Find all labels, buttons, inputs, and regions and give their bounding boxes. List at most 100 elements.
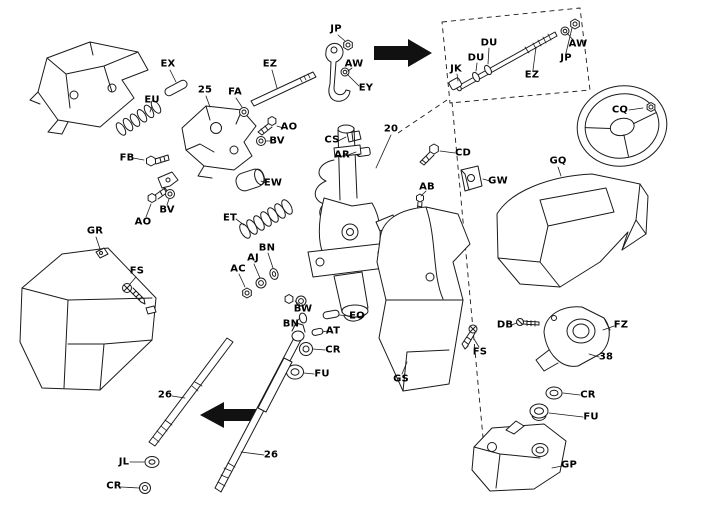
part-label-jk-8: JK bbox=[450, 63, 462, 75]
jk-bushing bbox=[448, 77, 463, 91]
part-label-db-41: DB bbox=[496, 319, 514, 331]
ex-pin bbox=[164, 79, 188, 97]
bv-washer-lower bbox=[165, 189, 175, 199]
part-label-cd-20: CD bbox=[454, 147, 472, 159]
part-label-cr-38: CR bbox=[325, 344, 341, 356]
eu-spring bbox=[115, 100, 162, 136]
part-label-fu-39: FU bbox=[314, 368, 330, 380]
jp-nut-detail bbox=[570, 18, 580, 30]
part-label-aw-13: AW bbox=[568, 38, 588, 50]
gr-cover bbox=[19, 247, 157, 391]
pedal-bracket bbox=[29, 41, 149, 135]
part-label-ab-22: AB bbox=[419, 181, 435, 193]
part-label-38-44: 38 bbox=[598, 351, 614, 363]
gs-lower-shroud bbox=[376, 206, 471, 392]
part-label-eu-5: EU bbox=[144, 94, 160, 106]
part-label-cr-45: CR bbox=[580, 389, 596, 401]
part-label-du-10: DU bbox=[467, 52, 485, 64]
steering-wheel bbox=[576, 85, 668, 167]
part-label-jl-49: JL bbox=[118, 456, 130, 468]
part-label-bn-36: BN bbox=[282, 318, 300, 330]
part-label-20-19: 20 bbox=[383, 123, 399, 135]
part-label-ar-18: AR bbox=[334, 149, 350, 161]
detail-callout-arrow-icon bbox=[374, 39, 432, 67]
part-label-jp-12: JP bbox=[560, 52, 572, 64]
part-label-ez-11: EZ bbox=[524, 69, 540, 81]
steering-column-assembly bbox=[307, 124, 397, 322]
part-label-fz-42: FZ bbox=[613, 319, 629, 331]
part-label-26-48: 26 bbox=[263, 449, 279, 461]
part-label-ao-27: AO bbox=[134, 216, 152, 228]
et-spring bbox=[239, 199, 293, 239]
fs-screw-left bbox=[122, 283, 146, 305]
part-label-bn-31: BN bbox=[258, 242, 276, 254]
part-label-bv-16: BV bbox=[269, 135, 285, 147]
part-label-cs-17: CS bbox=[324, 134, 340, 146]
part-label-jp-0: JP bbox=[330, 23, 342, 35]
projection-dashed-lines bbox=[397, 99, 487, 471]
part-label-at-37: AT bbox=[325, 325, 341, 337]
part-label-et-28: ET bbox=[222, 212, 238, 224]
cq-nut bbox=[646, 102, 656, 112]
part-label-25-6: 25 bbox=[197, 84, 213, 96]
leader-lines bbox=[95, 27, 644, 489]
ew-bushing bbox=[235, 168, 265, 192]
db-screw bbox=[516, 318, 540, 327]
part-label-cr-50: CR bbox=[106, 480, 122, 492]
part-label-fu-46: FU bbox=[583, 411, 599, 423]
part-label-gq-23: GQ bbox=[549, 155, 567, 167]
fb-bolt bbox=[146, 154, 170, 167]
part-label-ey-4: EY bbox=[358, 82, 374, 94]
shaft-26a bbox=[148, 337, 234, 447]
fa-bolt bbox=[239, 107, 249, 117]
du-washer-1 bbox=[484, 64, 492, 76]
ac-nut bbox=[242, 287, 252, 299]
part-label-ao-15: AO bbox=[280, 121, 298, 133]
shaft-removal-arrow-icon bbox=[200, 402, 256, 428]
aj-washer bbox=[255, 277, 267, 289]
part-label-fb-24: FB bbox=[119, 152, 135, 164]
part-label-fs-30: FS bbox=[129, 265, 145, 277]
cr-washer-right bbox=[545, 386, 563, 400]
ao-bolt-upper bbox=[257, 116, 277, 136]
bv-washer-upper bbox=[256, 136, 266, 146]
shaft-26b bbox=[214, 322, 306, 493]
eo-pin bbox=[322, 309, 340, 320]
part-label-26-47: 26 bbox=[157, 389, 173, 401]
part-label-fs-43: FS bbox=[472, 346, 488, 358]
part-label-gr-29: GR bbox=[86, 225, 104, 237]
gp-bracket bbox=[471, 420, 567, 492]
gq-upper-shroud bbox=[496, 173, 649, 288]
tilt-bracket bbox=[181, 105, 257, 179]
part-label-gs-40: GS bbox=[393, 373, 409, 385]
part-label-fa-7: FA bbox=[228, 86, 242, 98]
fu-bushing-right bbox=[529, 403, 549, 421]
fs-screw-center bbox=[461, 324, 478, 350]
cr-washer-bottomleft bbox=[139, 482, 151, 494]
part-label-bw-34: BW bbox=[293, 303, 313, 315]
part-label-ez-2: EZ bbox=[262, 58, 278, 70]
detail-callout-box bbox=[441, 7, 591, 104]
part-label-aw-3: AW bbox=[344, 58, 364, 70]
bn-washer-1 bbox=[269, 268, 279, 280]
aw-washer-main bbox=[340, 67, 350, 77]
gw-bracket bbox=[460, 165, 483, 192]
at-pin bbox=[311, 327, 324, 336]
part-label-gw-21: GW bbox=[488, 175, 508, 187]
part-label-bv-26: BV bbox=[159, 204, 175, 216]
latch-plate bbox=[157, 171, 179, 189]
part-label-du-9: DU bbox=[480, 37, 498, 49]
part-label-eo-35: EO bbox=[349, 310, 365, 322]
part-label-aj-32: AJ bbox=[247, 252, 259, 264]
part-label-gp-51: GP bbox=[561, 459, 577, 471]
cr-washer-mid bbox=[299, 342, 313, 356]
part-label-cq-14: CQ bbox=[611, 104, 629, 116]
cd-bolt bbox=[419, 143, 439, 166]
jp-nut-main bbox=[343, 39, 353, 51]
ey-strap bbox=[325, 42, 351, 102]
du-washer-2 bbox=[472, 71, 480, 83]
part-label-ex-1: EX bbox=[160, 58, 176, 70]
